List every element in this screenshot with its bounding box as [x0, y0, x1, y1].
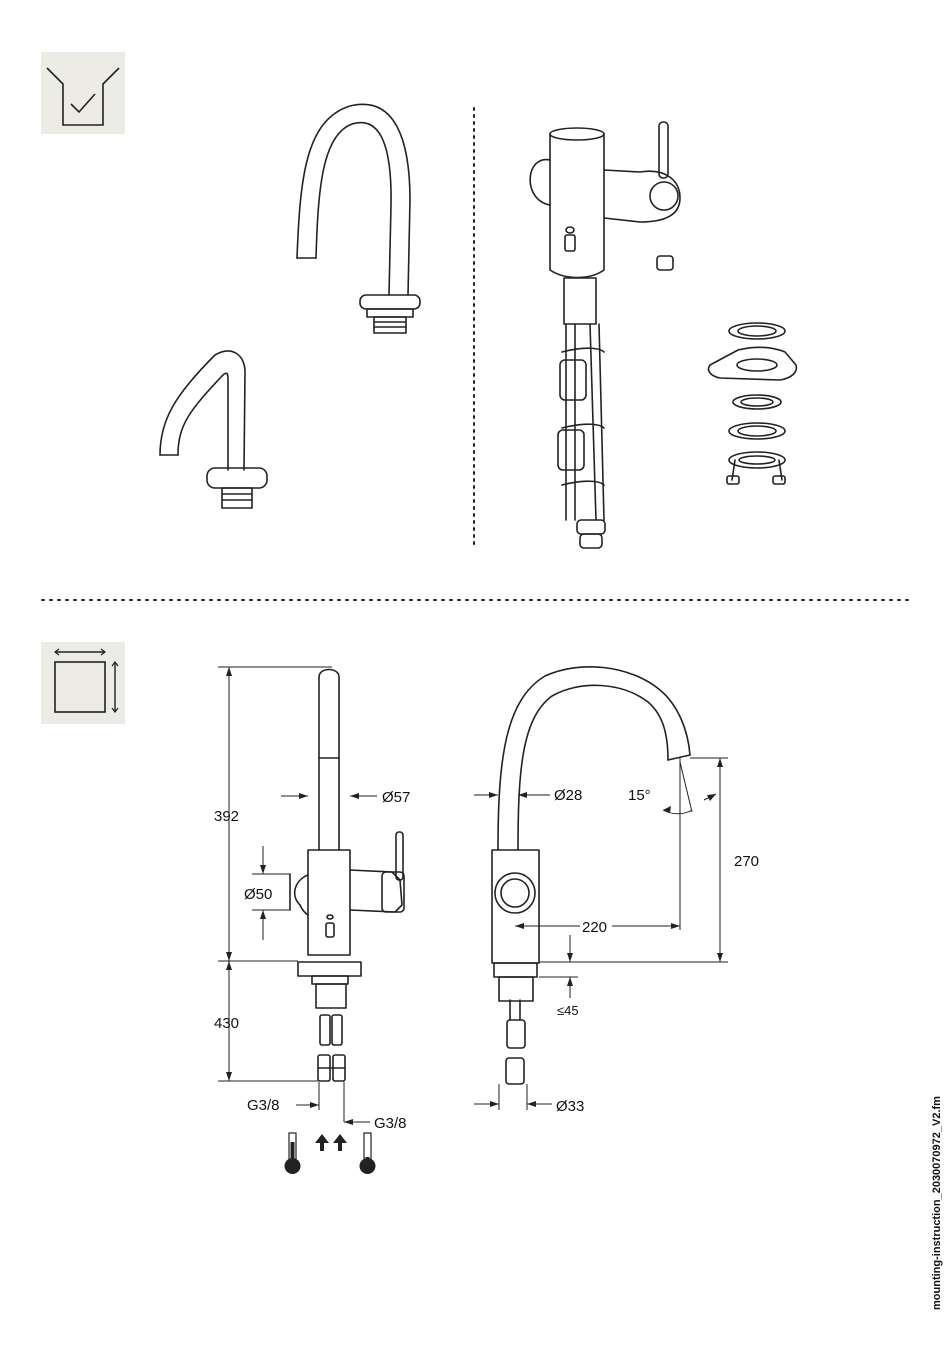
dim-connection-right: G3/8: [374, 1115, 407, 1132]
side-view-drawing: [492, 667, 690, 1084]
dim-spout-height: 270: [734, 853, 759, 870]
mixer-body-drawing: [530, 122, 680, 548]
dim-connection-left: G3/8: [247, 1097, 280, 1114]
dim-spout-diameter: Ø28: [554, 787, 582, 804]
spout-low-drawing: [160, 351, 267, 508]
dim-height-total: 392: [214, 808, 239, 825]
dim-shank-diameter: Ø33: [556, 1098, 584, 1115]
dim-below-deck: 430: [214, 1015, 239, 1032]
dim-spout-reach: 220: [582, 919, 607, 936]
dim-body-diameter: Ø57: [382, 789, 410, 806]
dim-handle-diameter: Ø50: [244, 886, 272, 903]
front-view-drawing: [290, 670, 404, 1082]
file-name-label: mounting-instruction_2030070972_V2.fm: [931, 1096, 943, 1310]
double-up-arrow-icon: [315, 1134, 347, 1151]
dim-spout-angle: 15°: [628, 787, 651, 804]
spout-high-drawing: [297, 104, 420, 333]
mounting-parts-drawing: [657, 256, 796, 484]
thermometer-hot-icon: [285, 1133, 301, 1174]
dim-deck-thickness: ≤45: [557, 1003, 579, 1018]
thermometer-cold-icon: [360, 1133, 376, 1174]
